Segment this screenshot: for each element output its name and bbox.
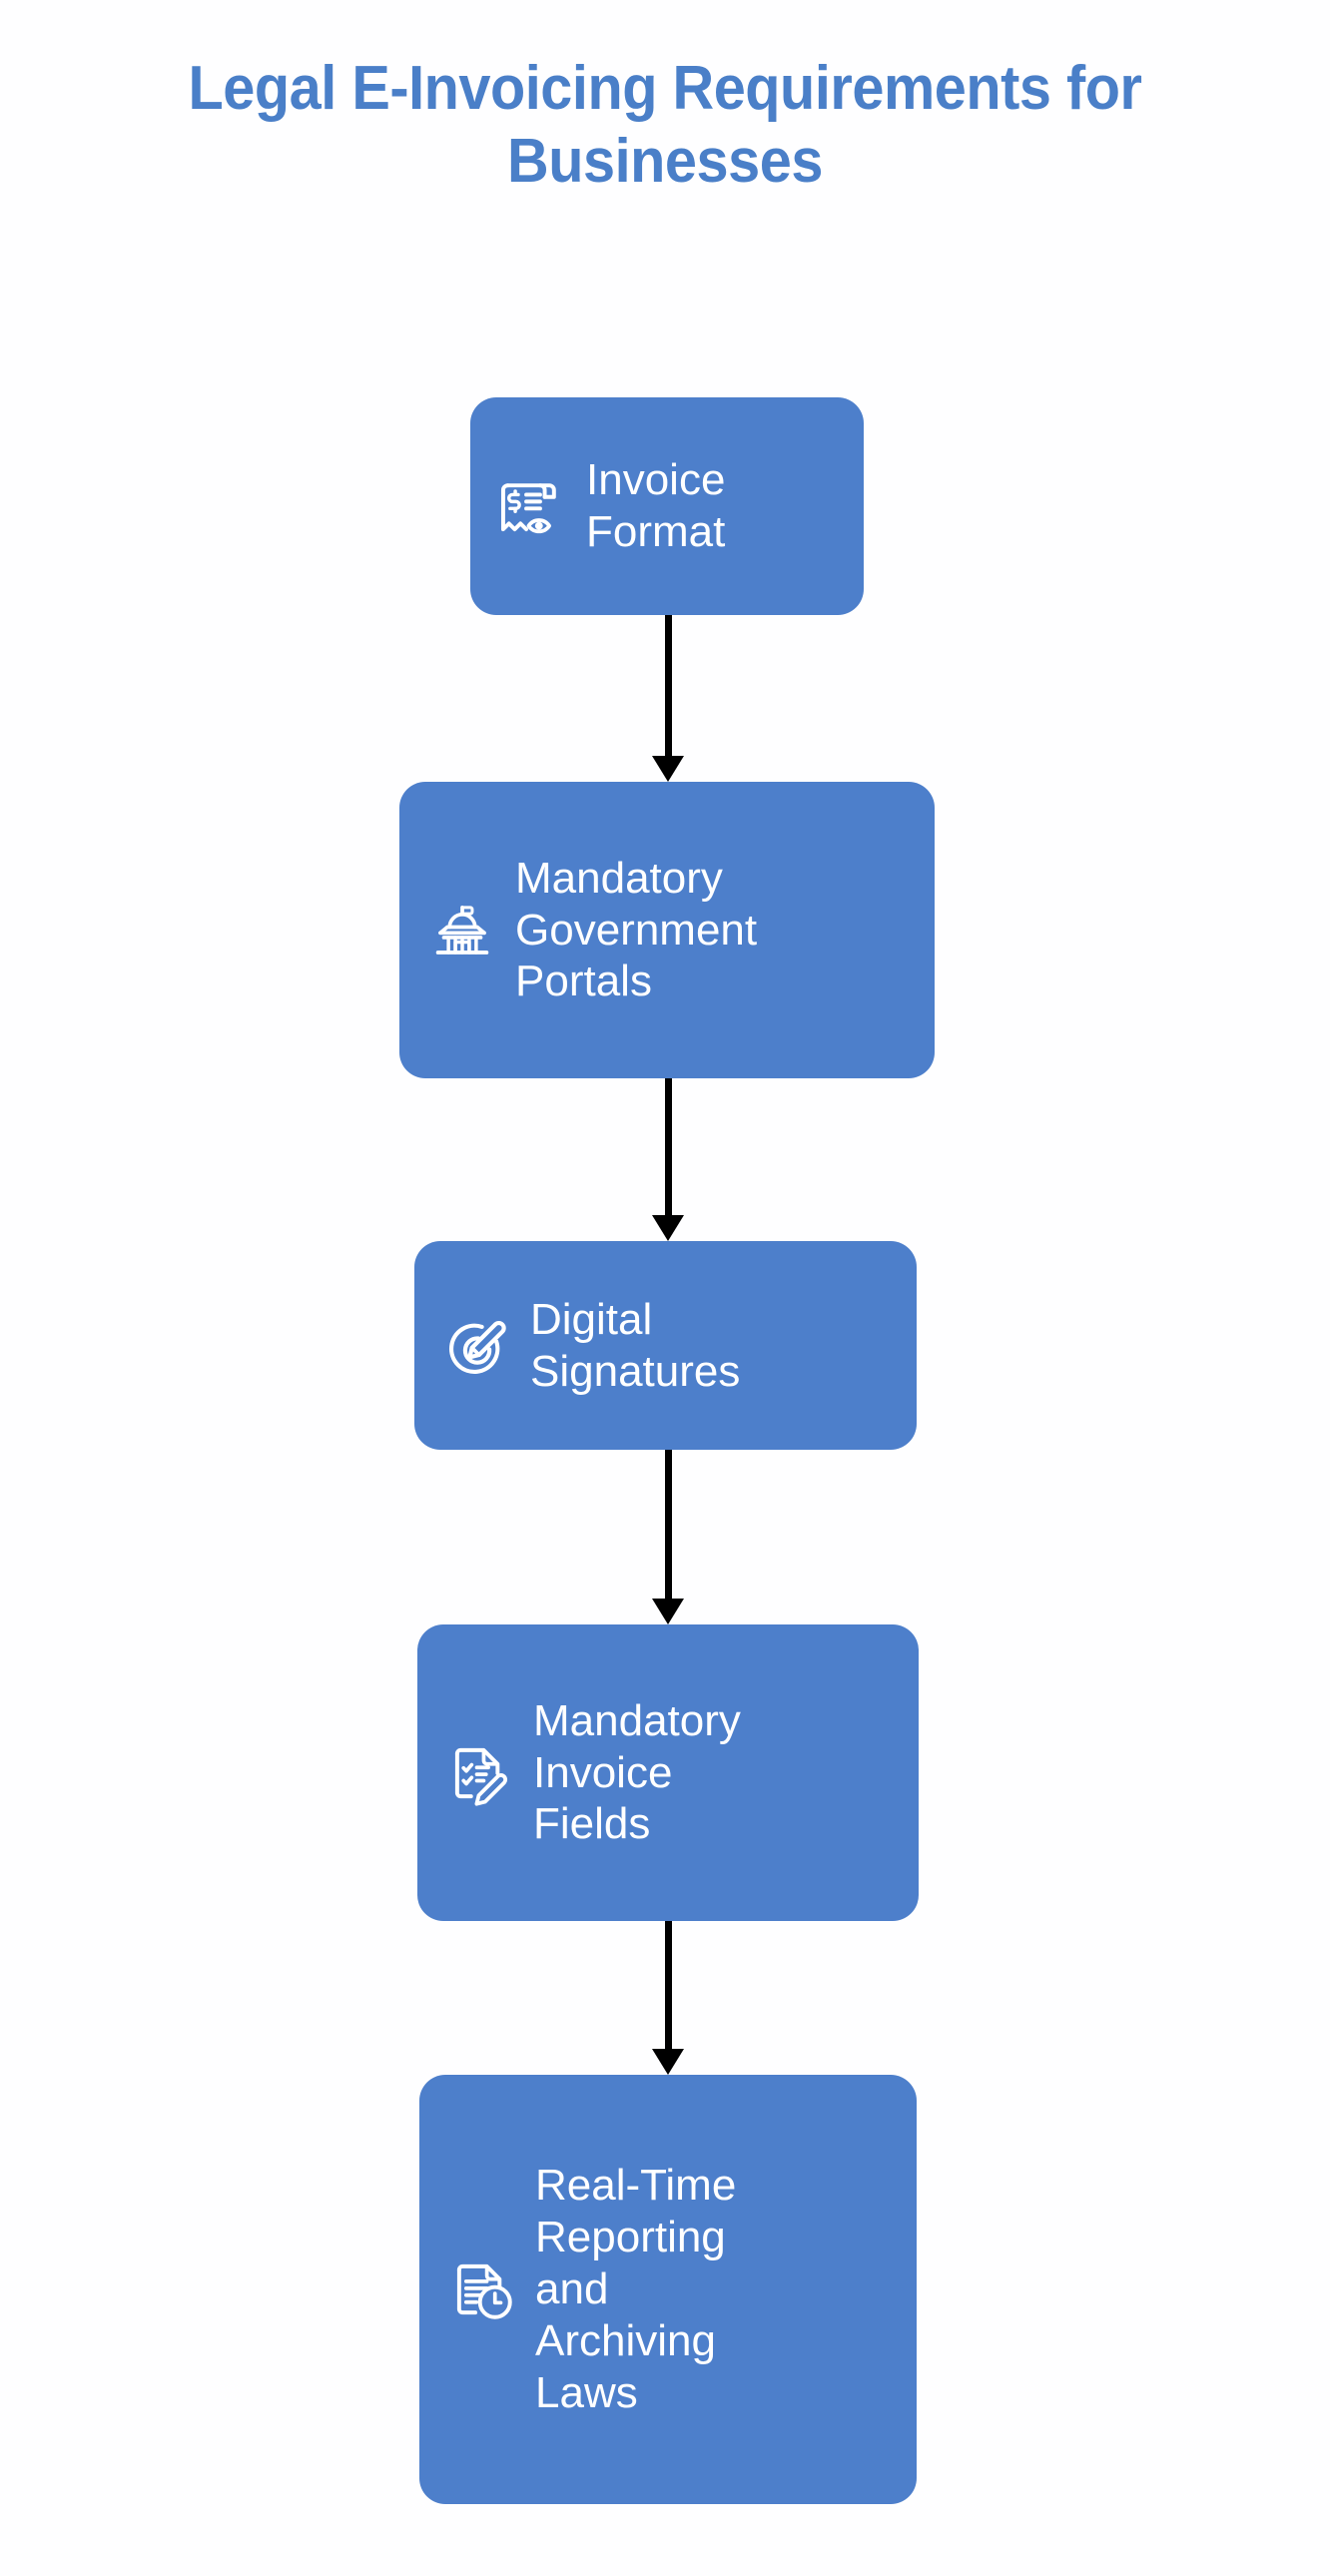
flow-arrow-portals-to-signatures <box>652 1078 684 1241</box>
checklist-document-pencil-icon <box>443 1736 517 1810</box>
flow-node-label: Real-Time Reporting and Archiving Laws <box>535 2161 737 2417</box>
flow-node-label: Digital Signatures <box>530 1294 741 1396</box>
signature-pen-circle-icon <box>440 1309 514 1383</box>
arrow-head <box>652 756 684 782</box>
flow-arrow-signatures-to-fields <box>652 1450 684 1624</box>
page-title: Legal E-Invoicing Requirements for Busin… <box>188 54 1142 197</box>
flow-node-label: Invoice Format <box>586 455 726 556</box>
flow-node-label: Mandatory Government Portals <box>515 853 758 1006</box>
invoice-receipt-eye-icon <box>496 469 570 543</box>
flow-node-real-time-reporting-and-archiving-laws[interactable]: Real-Time Reporting and Archiving Laws <box>419 2075 917 2504</box>
flow-node-invoice-format[interactable]: Invoice Format <box>470 397 864 615</box>
arrow-stem <box>665 1921 672 2049</box>
arrow-head <box>652 1599 684 1624</box>
flow-arrow-invoice-format-to-portals <box>652 615 684 782</box>
flow-node-label: Mandatory Invoice Fields <box>533 1695 741 1849</box>
arrow-head <box>652 2049 684 2075</box>
flow-node-mandatory-government-portals[interactable]: Mandatory Government Portals <box>399 782 935 1078</box>
flow-node-mandatory-invoice-fields[interactable]: Mandatory Invoice Fields <box>417 1624 919 1921</box>
arrow-stem <box>665 615 672 756</box>
flow-arrow-fields-to-reporting <box>652 1921 684 2075</box>
government-building-icon <box>425 894 499 967</box>
document-clock-icon <box>445 2253 519 2326</box>
arrow-stem <box>665 1078 672 1215</box>
arrow-stem <box>665 1450 672 1599</box>
flow-node-digital-signatures[interactable]: Digital Signatures <box>414 1241 917 1450</box>
arrow-head <box>652 1215 684 1241</box>
